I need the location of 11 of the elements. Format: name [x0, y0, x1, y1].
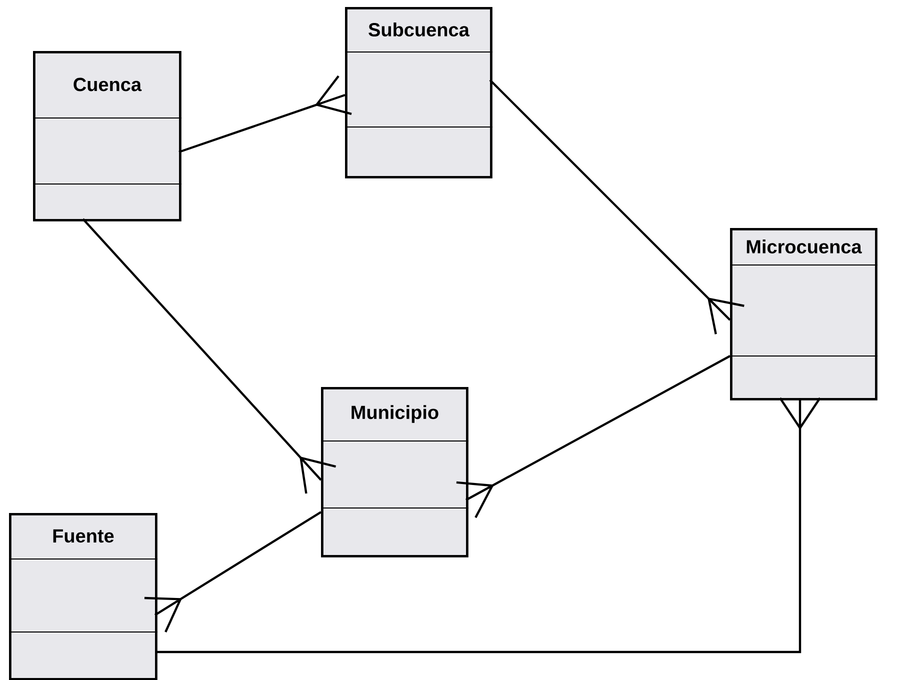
- class-box: Cuenca: [32, 51, 182, 222]
- relationship-line: [155, 396, 822, 654]
- relationship-line: [82, 218, 337, 495]
- relationship-line: [178, 74, 353, 154]
- relationship-line: [489, 79, 746, 336]
- relationship-line: [455, 355, 731, 519]
- class-box: Microcuenca: [730, 228, 878, 400]
- class-box: Municipio: [320, 387, 469, 558]
- class-box: Fuente: [8, 513, 158, 680]
- class-box: Subcuenca: [344, 7, 493, 178]
- relationship-line: [143, 511, 322, 634]
